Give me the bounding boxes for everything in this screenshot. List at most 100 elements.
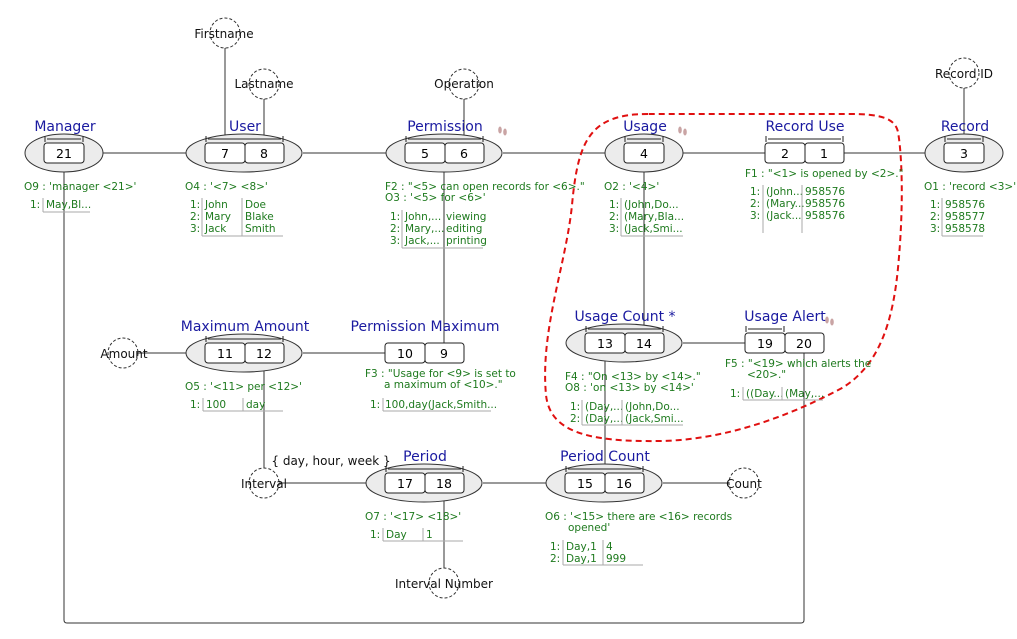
role-box-20[interactable] xyxy=(784,332,825,354)
role-box-9[interactable] xyxy=(424,342,465,364)
sample-table-record: 1:958576 2:958577 3:958578 xyxy=(930,198,985,237)
svg-text:((Day...: ((Day... xyxy=(746,388,783,400)
svg-text:editing: editing xyxy=(446,223,482,235)
reading-record: O1 : 'record <3>' xyxy=(924,181,1016,193)
reading-record-use: F1 : "<1> is opened by <2>." xyxy=(745,168,903,180)
role-num: 8 xyxy=(260,146,268,161)
fact-name-usage-alert: Usage Alert xyxy=(744,309,826,325)
role-num: 9 xyxy=(440,346,448,361)
role-num: 6 xyxy=(460,146,468,161)
fact-name-usage: Usage xyxy=(623,119,667,135)
value-recordid[interactable] xyxy=(948,57,980,89)
svg-text:2:: 2: xyxy=(390,223,400,235)
role-box-4[interactable] xyxy=(623,142,665,164)
reading-manager: O9 : 'manager <21>' xyxy=(24,181,136,193)
role-box-6[interactable] xyxy=(444,142,485,164)
uniqueness-bar-record xyxy=(944,136,984,142)
role-box-1[interactable] xyxy=(804,142,845,164)
svg-text:958576: 958576 xyxy=(805,198,845,210)
value-count[interactable] xyxy=(728,467,760,499)
svg-text:(Day,...: (Day,... xyxy=(585,413,623,425)
label-interval: Interval xyxy=(241,477,287,491)
svg-text:day: day xyxy=(246,399,265,411)
uniqueness-bar-usage xyxy=(624,136,664,142)
reading-permission-maximum-2: a maximum of <10>." xyxy=(384,379,503,391)
role-num: 17 xyxy=(397,476,413,491)
role-num: 15 xyxy=(577,476,593,491)
role-box-18[interactable] xyxy=(424,472,465,494)
svg-text:(Mary...: (Mary... xyxy=(766,198,805,210)
svg-text:(John,Do...: (John,Do... xyxy=(624,199,679,211)
fact-name-record: Record xyxy=(941,119,989,135)
value-firstname[interactable] xyxy=(209,17,241,49)
svg-text:printing: printing xyxy=(446,235,487,247)
value-interval[interactable] xyxy=(248,467,280,499)
sample-table-record-use: 1:(John...958576 2:(Mary...958576 3:(Jac… xyxy=(750,185,845,233)
reading-usage-alert-2: <20>." xyxy=(747,369,786,381)
fact-name-period: Period xyxy=(403,449,447,465)
svg-text:Smith: Smith xyxy=(245,223,276,235)
fact-name-period-count: Period Count xyxy=(560,449,650,465)
label-amount: Amount xyxy=(100,347,147,361)
svg-text:(Day,...: (Day,... xyxy=(585,401,623,413)
readings: O9 : 'manager <21>' O4 : '<7> <8>' F2 : … xyxy=(24,168,1016,534)
role-box-14[interactable] xyxy=(624,332,665,354)
svg-text:1:: 1: xyxy=(750,186,760,198)
label-operation: Operation xyxy=(434,77,494,91)
reading-maximum-amount: O5 : '<11> per <12>' xyxy=(185,381,302,393)
role-box-3[interactable] xyxy=(943,142,985,164)
svg-text:958576: 958576 xyxy=(805,210,845,222)
svg-text:Day,1: Day,1 xyxy=(566,553,597,565)
value-types xyxy=(107,17,980,599)
role-num: 19 xyxy=(757,336,773,351)
role-box-16[interactable] xyxy=(604,472,645,494)
role-num: 5 xyxy=(421,146,429,161)
uniqueness-bar-recorduse xyxy=(765,136,844,142)
role-num: 3 xyxy=(960,146,968,161)
uniqueness-bar-maxamount xyxy=(205,336,284,342)
role-num: 10 xyxy=(397,346,413,361)
reading-usage-count-f4: F4 : "On <13> by <14>." xyxy=(565,371,701,383)
svg-text:1:: 1: xyxy=(730,388,740,400)
value-intervalnumber[interactable] xyxy=(428,567,460,599)
label-lastname: Lastname xyxy=(234,77,293,91)
fact-name-permission-maximum: Permission Maximum xyxy=(351,319,500,335)
line-manager-alert xyxy=(63,162,805,624)
svg-text:1:: 1: xyxy=(390,211,400,223)
svg-text:1: 1 xyxy=(426,529,433,541)
svg-text:(Jack,Smi...: (Jack,Smi... xyxy=(624,223,683,235)
role-box-8[interactable] xyxy=(244,142,285,164)
svg-text:John,...: John,... xyxy=(404,211,441,223)
svg-text:1:: 1: xyxy=(370,399,380,411)
svg-text:Jack: Jack xyxy=(204,223,227,235)
uniqueness-bars xyxy=(44,136,984,472)
role-box-21[interactable] xyxy=(43,142,85,164)
value-lastname[interactable] xyxy=(248,68,280,100)
svg-text:958577: 958577 xyxy=(945,211,985,223)
fact-name-record-use: Record Use xyxy=(766,119,845,135)
role-num: 1 xyxy=(820,146,828,161)
reading-permission-maximum-1: F3 : "Usage for <9> is set to xyxy=(365,368,516,380)
role-num: 21 xyxy=(56,146,72,161)
fact-name-permission: Permission xyxy=(407,119,483,135)
reading-period-count-2: opened' xyxy=(568,522,610,534)
value-constraint: { day, hour, week } xyxy=(271,454,390,468)
reading-period: O7 : '<17> <18>' xyxy=(365,511,461,523)
svg-text:(John,Do...: (John,Do... xyxy=(625,401,680,413)
value-operation[interactable] xyxy=(448,68,480,100)
role-num: 7 xyxy=(221,146,229,161)
svg-text:(Jack...: (Jack... xyxy=(766,210,802,222)
role-box-12[interactable] xyxy=(244,342,285,364)
svg-text:(Jack,Smi...: (Jack,Smi... xyxy=(625,413,684,425)
label-count: Count xyxy=(726,477,762,491)
svg-text:2:: 2: xyxy=(550,553,560,565)
svg-text:3:: 3: xyxy=(930,223,940,235)
svg-text:(May,...: (May,... xyxy=(785,388,824,400)
value-amount[interactable] xyxy=(107,337,139,369)
reading-period-count-1: O6 : '<15> there are <16> records xyxy=(545,511,732,523)
svg-text:1:: 1: xyxy=(550,541,560,553)
